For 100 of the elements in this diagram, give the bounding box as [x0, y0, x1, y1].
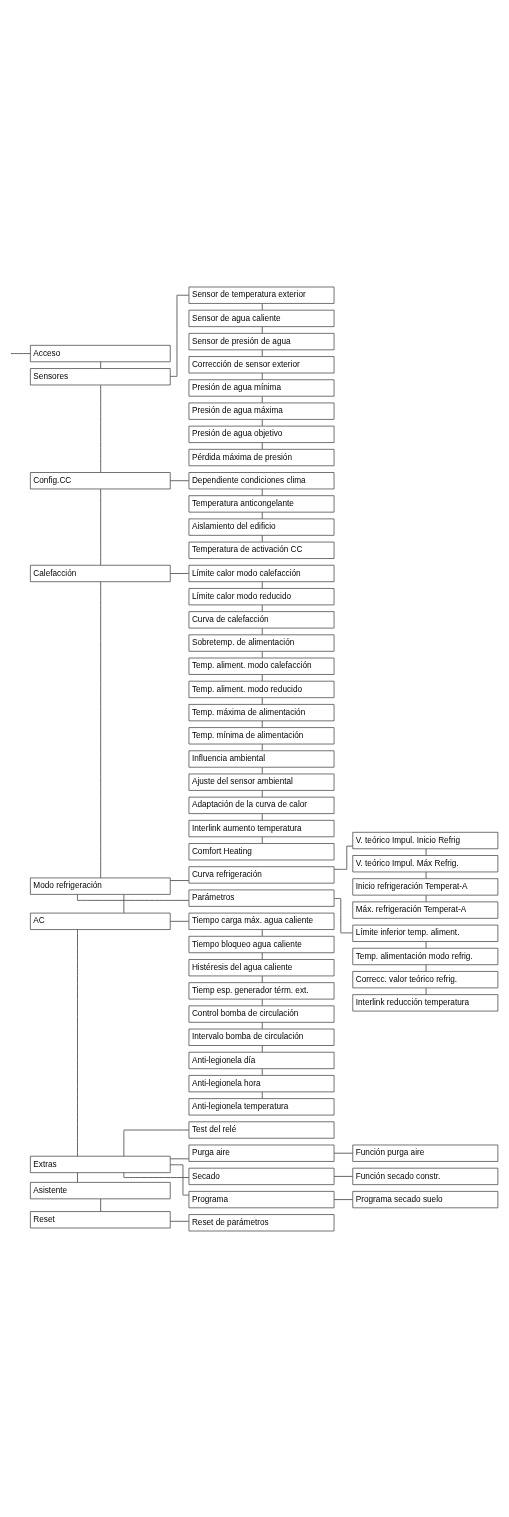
node-box: Sensor de presión de agua: [188, 332, 335, 350]
node-box: Máx. refrigeración Temperat-A: [352, 901, 499, 919]
connector: [261, 1021, 263, 1029]
node-box: Curva refrigeración: [188, 865, 335, 884]
connector: [261, 511, 263, 519]
connector: [261, 720, 263, 728]
node-box: Config.CC: [30, 471, 171, 489]
node-box: Aislamiento del edificio: [188, 518, 335, 536]
node-box: Sensor de agua caliente: [188, 309, 335, 327]
connector: [261, 836, 263, 844]
connector: [169, 920, 190, 922]
connector: [261, 1067, 263, 1076]
node-box: AC: [30, 912, 171, 930]
node-box: Interlink reducción temperatura: [352, 993, 499, 1011]
node-box: Modo refrigeración: [30, 877, 171, 895]
node-box: Pérdida máxima de presión: [188, 448, 335, 466]
node-box: Presión de agua máxima: [188, 402, 335, 420]
node-box: Sobretemp. de alimentación: [188, 633, 335, 652]
connector: [123, 893, 125, 913]
connector: [333, 1198, 354, 1200]
connector: [261, 302, 263, 310]
connector: [261, 789, 263, 797]
node-box: Control bomba de circulación: [188, 1004, 335, 1023]
connector: [261, 441, 263, 450]
connector: [261, 998, 263, 1006]
node-box: Extras: [30, 1155, 171, 1173]
connector: [425, 987, 427, 995]
node-box: Temp. aliment. modo calefacción: [188, 657, 335, 675]
connector: [261, 325, 263, 334]
node-box: Dependiente condiciones clima: [188, 471, 335, 489]
connector: [261, 372, 263, 380]
node-box: Sensores: [30, 367, 171, 385]
node-box: Temp. mínima de alimentación: [188, 726, 335, 744]
node-box: V. teórico Impul. Inicio Refrig: [352, 831, 499, 849]
node-box: Reset: [30, 1210, 171, 1228]
node-box: Purga aire: [188, 1144, 335, 1162]
connector: [169, 1157, 190, 1159]
connector: [425, 871, 427, 879]
connector: [261, 696, 263, 705]
connector: [169, 879, 190, 881]
connector: [169, 479, 190, 481]
node-box: Función secado constr.: [352, 1167, 499, 1185]
connector: [261, 928, 263, 937]
node-box: Anti-legionela día: [188, 1051, 335, 1069]
node-box: Asistente: [30, 1181, 171, 1199]
node-box: Calefacción: [30, 564, 171, 582]
connector: [261, 418, 263, 426]
node-box: Adaptación de la curva de calor: [188, 796, 335, 814]
node-box: Tiemp esp. generador térm. ext.: [188, 981, 335, 999]
connector: [425, 963, 427, 972]
node-box: Influencia ambiental: [188, 749, 335, 768]
node-box: Interlink aumento temperatura: [188, 819, 335, 837]
connector: [333, 1175, 354, 1177]
node-box: Inicio refrigeración Temperat-A: [352, 877, 499, 895]
node-box: Anti-legionela temperatura: [188, 1097, 335, 1115]
node-box: Límite inferior temp. aliment.: [352, 924, 499, 942]
node-box: Histéresis del agua caliente: [188, 958, 335, 976]
connector: [261, 975, 263, 983]
node-box: Acceso: [30, 344, 171, 362]
node-box: Temp. aliment. modo reducido: [188, 680, 335, 698]
node-box: Temp. alimentación modo refrig.: [352, 947, 499, 965]
node-box: Test del relé: [188, 1120, 335, 1139]
connector: [100, 488, 102, 566]
connector: [425, 894, 427, 902]
connector: [100, 361, 102, 369]
connector: [100, 1197, 102, 1212]
node-box: Programa secado suelo: [352, 1190, 499, 1208]
node-box: Temperatura anticongelante: [188, 494, 335, 513]
connector: [261, 395, 263, 403]
connector: [333, 1152, 354, 1154]
connector: [261, 673, 263, 681]
connector: [261, 650, 263, 658]
connector: [170, 294, 190, 377]
connector: [123, 1171, 190, 1178]
connector: [100, 384, 102, 473]
connector: [425, 940, 427, 948]
connector: [169, 1163, 190, 1196]
connector: [169, 572, 190, 574]
node-box: Comfort Heating: [188, 842, 335, 860]
connector: [261, 580, 263, 589]
node-box: Sensor de temperatura exterior: [188, 286, 335, 304]
node-box: Intervalo bomba de circulación: [188, 1028, 335, 1046]
connector: [123, 1129, 190, 1157]
node-box: Anti-legionela hora: [188, 1074, 335, 1092]
connector: [100, 580, 102, 878]
node-box: V. teórico Impul. Máx Refrig.: [352, 854, 499, 872]
node-box: Límite calor modo reducido: [188, 587, 335, 605]
connector: [333, 897, 353, 933]
connector: [261, 743, 263, 751]
node-box: Corrección de sensor exterior: [188, 355, 335, 373]
connector: [261, 488, 263, 496]
connector: [261, 1044, 263, 1052]
connector: [261, 812, 263, 821]
node-box: Curva de calefacción: [188, 610, 335, 628]
node-box: Tiempo carga máx. agua caliente: [188, 912, 335, 930]
node-box: Función purga aire: [352, 1144, 499, 1162]
connector: [77, 1171, 78, 1183]
connector: [11, 352, 31, 354]
connector: [261, 1091, 263, 1099]
node-box: Secado: [188, 1167, 335, 1185]
